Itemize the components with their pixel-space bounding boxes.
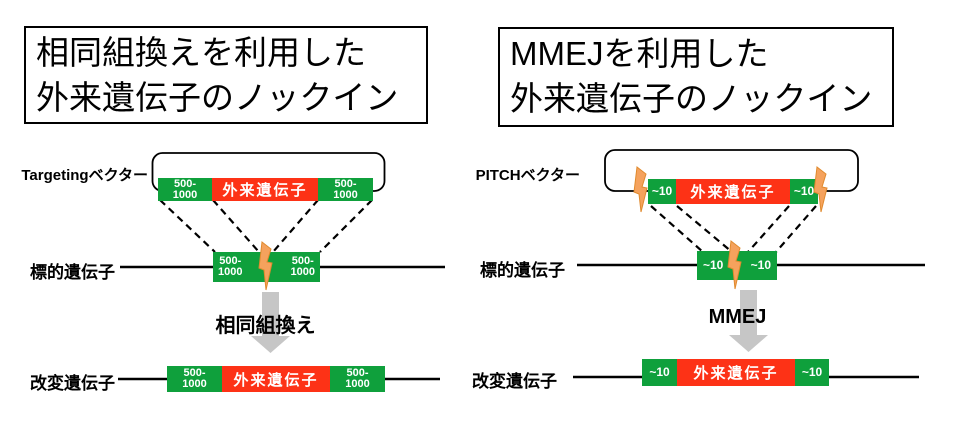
- modified-gene-label-left: 改変遺伝子: [30, 374, 115, 393]
- foreign-gene-label: 外来遺伝子: [233, 371, 319, 389]
- microhomology-arm-left: ~10: [648, 179, 676, 204]
- process-label-mmej: MMEJ: [708, 306, 767, 328]
- pitch-vector-cassette: ~10 外来遺伝子 ~10: [648, 179, 818, 204]
- microhomology-arm-left: ~10: [642, 359, 677, 386]
- foreign-gene-label: 外来遺伝子: [690, 184, 776, 201]
- homology-arm-left-label: 500- 1000: [172, 177, 198, 201]
- target-arm-left-label: ~10: [703, 258, 724, 272]
- foreign-gene-segment: 外来遺伝子: [212, 178, 318, 201]
- target-arm-right-label: ~10: [750, 258, 771, 272]
- foreign-gene-segment: 外来遺伝子: [676, 179, 790, 204]
- homology-dashed-lines-right: [650, 205, 817, 253]
- right-panel-title: MMEJを利用した 外来遺伝子のノックイン: [498, 27, 894, 127]
- microhomology-arm-right-label: ~10: [801, 365, 823, 379]
- target-arm-right-label: 500- 1000: [290, 255, 315, 278]
- process-label-hr: 相同組換え: [215, 315, 316, 337]
- modified-gene-cassette-left: 500- 1000 外来遺伝子 500- 1000: [167, 366, 385, 392]
- homology-arm-right-label: 500- 1000: [333, 177, 358, 201]
- targeting-vector-label: Targetingベクター: [21, 167, 148, 184]
- microhomology-arm-left-label: ~10: [649, 365, 670, 379]
- foreign-gene-segment: 外来遺伝子: [677, 359, 795, 386]
- homology-arm-left: 500- 1000: [167, 366, 222, 392]
- homology-arm-right: 500- 1000: [318, 178, 373, 201]
- homology-arm-left-label: 500- 1000: [182, 367, 207, 390]
- left-title-line2: 外来遺伝子のノックイン: [36, 79, 399, 116]
- foreign-gene-label: 外来遺伝子: [222, 182, 308, 199]
- microhomology-arm-right: ~10: [790, 179, 818, 204]
- target-arm-left-label: 500- 1000: [218, 255, 243, 278]
- homology-arm-right: 500- 1000: [330, 366, 385, 392]
- right-title-line1: MMEJを利用した: [510, 35, 769, 72]
- target-gene-label-left: 標的遺伝子: [30, 263, 115, 282]
- microhomology-arm-left-label: ~10: [651, 184, 673, 198]
- modified-gene-label-right: 改変遺伝子: [472, 372, 557, 391]
- foreign-gene-segment: 外来遺伝子: [222, 366, 330, 392]
- homology-arm-right-label: 500- 1000: [345, 367, 370, 390]
- target-microhomology-region-right: ~10 ~10: [697, 251, 777, 280]
- pitch-vector-label: PITCHベクター: [475, 167, 580, 184]
- homology-arm-left: 500- 1000: [158, 178, 212, 201]
- foreign-gene-label: 外来遺伝子: [693, 365, 779, 382]
- microhomology-arm-right-label: ~10: [793, 184, 815, 198]
- right-title-line2: 外来遺伝子のノックイン: [510, 80, 873, 117]
- microhomology-arm-right: ~10: [795, 359, 829, 386]
- homology-dashed-lines-left: [159, 199, 373, 253]
- lightning-bolt-icon-right-vector-left: [633, 166, 648, 213]
- targeting-vector-cassette: 500- 1000 外来遺伝子 500- 1000: [158, 178, 373, 201]
- target-gene-label-right: 標的遺伝子: [480, 261, 565, 280]
- target-homology-region-left: 500- 1000 500- 1000: [213, 252, 320, 282]
- left-title-line1: 相同組換えを利用した: [36, 34, 366, 71]
- modified-gene-cassette-right: ~10 外来遺伝子 ~10: [642, 359, 829, 386]
- left-panel-title: 相同組換えを利用した 外来遺伝子のノックイン: [24, 26, 428, 124]
